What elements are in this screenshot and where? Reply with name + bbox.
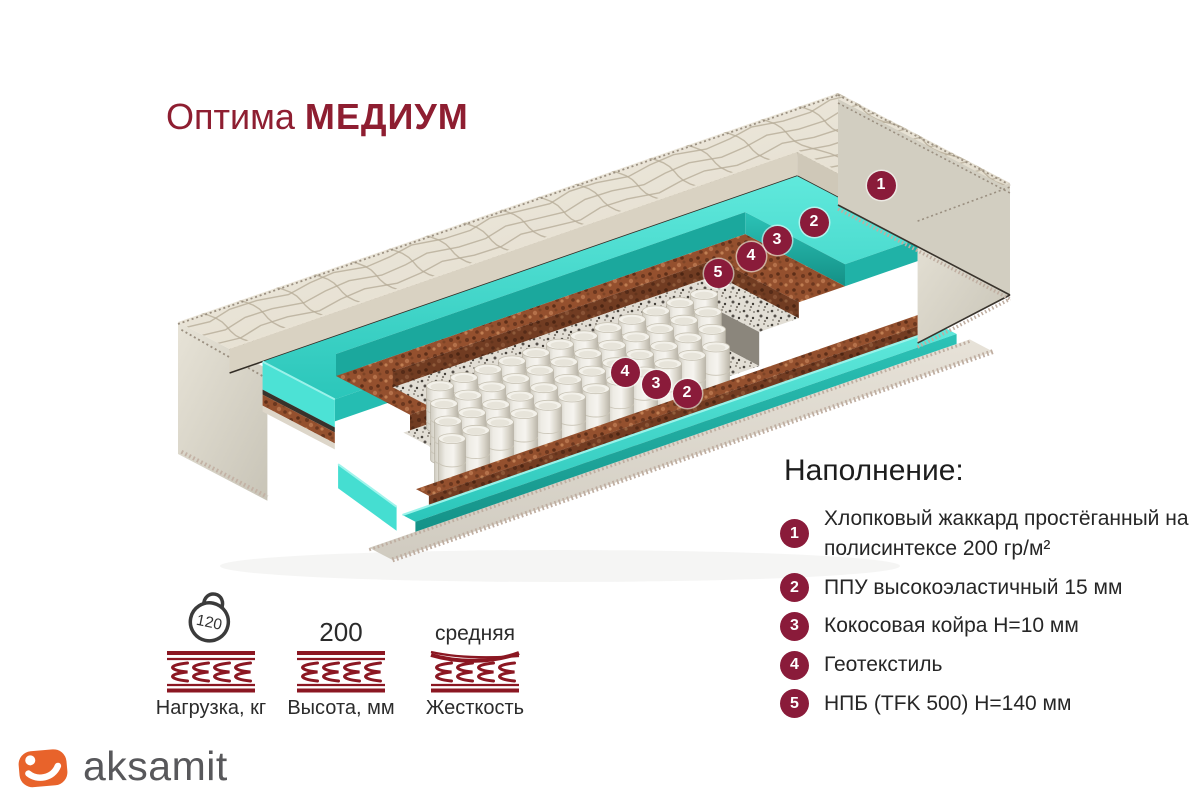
- springs-icon: [167, 651, 255, 693]
- legend-item: 5 НПБ (TFK 500) Н=140 мм: [780, 689, 1198, 719]
- legend-badge-3: 3: [780, 611, 809, 641]
- softness-springs-icon: средняя: [430, 622, 520, 693]
- product-series: Оптима: [166, 96, 295, 137]
- legend-item: 1 Хлопковый жаккард простёганный на поли…: [780, 504, 1198, 564]
- spec-load-label: Нагрузка, кг: [155, 697, 267, 719]
- layer-callout-4: 4: [610, 357, 640, 387]
- layer-callout-3: 3: [762, 225, 792, 255]
- legend-item: 4 Геотекстиль: [780, 650, 1198, 680]
- logo-mark-icon: [18, 749, 68, 788]
- legend-badge-4: 4: [780, 650, 809, 680]
- spec-height-label: Высота, мм: [287, 697, 395, 719]
- springs-icon: [297, 651, 385, 693]
- product-title: Оптима МЕДИУМ: [166, 96, 469, 138]
- legend-text-3: Кокосовая койра Н=10 мм: [824, 614, 1079, 638]
- kettlebell-load-icon: 120: [167, 592, 255, 693]
- layer-callout-3: 3: [641, 369, 671, 399]
- layer-callout-1: 1: [866, 170, 896, 200]
- filling-legend: Наполнение: 1 Хлопковый жаккард простёга…: [780, 454, 1198, 728]
- legend-badge-1: 1: [780, 519, 809, 549]
- legend-item: 2 ППУ высокоэластичный 15 мм: [780, 573, 1198, 603]
- product-model: МЕДИУМ: [304, 96, 469, 137]
- legend-badge-2: 2: [780, 573, 809, 603]
- spec-firmness: средняя Жесткость: [400, 584, 550, 720]
- spec-height: 200 Высота, мм: [266, 584, 416, 720]
- layer-callout-2: 2: [672, 378, 702, 408]
- logo-text: aksamit: [83, 742, 228, 789]
- legend-badge-5: 5: [780, 689, 809, 719]
- layer-callout-2: 2: [799, 207, 829, 237]
- layer-callout-5: 5: [703, 258, 733, 288]
- legend-text-5: НПБ (TFK 500) Н=140 мм: [824, 692, 1072, 716]
- brand-logo: aksamit: [16, 742, 228, 790]
- layer-callout-4: 4: [736, 241, 766, 271]
- legend-item: 3 Кокосовая койра Н=10 мм: [780, 611, 1198, 641]
- legend-text-2: ППУ высокоэластичный 15 мм: [824, 575, 1123, 599]
- legend-text-4: Геотекстиль: [824, 653, 943, 677]
- spec-firmness-value: средняя: [435, 622, 515, 645]
- spec-load-value: 120: [195, 612, 224, 634]
- legend-text-1: Хлопковый жаккард простёганный на полиси…: [824, 507, 1189, 560]
- spec-height-value: 200: [319, 617, 362, 647]
- legend-heading: Наполнение:: [784, 454, 964, 487]
- height-springs-icon: 200: [297, 617, 385, 693]
- springs-soft-icon: [430, 650, 520, 693]
- spec-firmness-label: Жесткость: [425, 697, 525, 719]
- spec-load: 120 Нагрузка, кг: [136, 584, 286, 720]
- kettlebell-icon: 120: [188, 592, 231, 643]
